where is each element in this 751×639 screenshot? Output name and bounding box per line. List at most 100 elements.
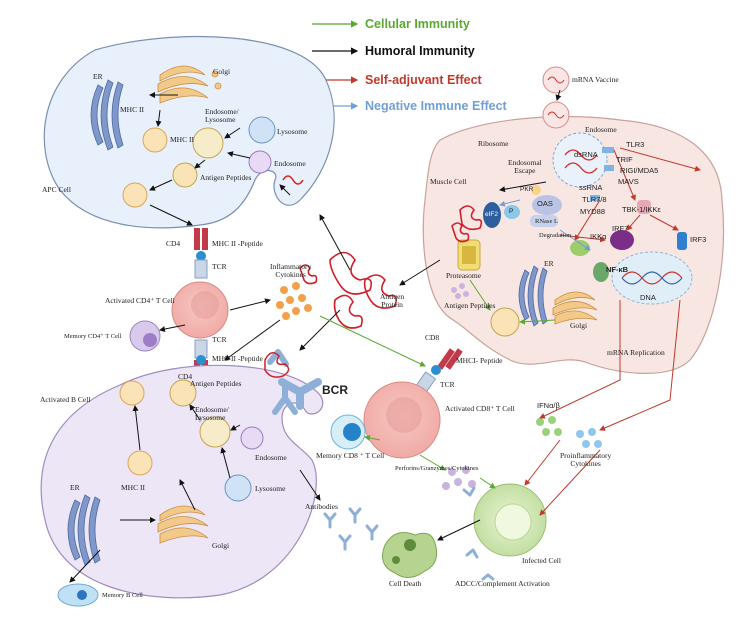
myd88-label: MYD88 (580, 207, 606, 216)
dna-label: DNA (640, 293, 656, 302)
tcell-mhc-pep-label: MHC II -Peptide (212, 354, 263, 363)
trif-label: TRIF (616, 155, 633, 164)
mhci-label: MHCI- Peptide (456, 356, 503, 365)
bcell-endosome-label: Endosome (255, 453, 287, 462)
pkr-icon (531, 185, 541, 195)
apc-peptide-vesicle (172, 162, 198, 188)
apc-cd4-label: CD4 (166, 239, 181, 248)
irf7-label: IRF7 (612, 224, 629, 233)
bcell-er-organelle (67, 494, 101, 566)
memory-cd4-label: Memory CD4⁺ T Cell (64, 333, 122, 340)
antibodies-icons (323, 507, 379, 551)
antigen-protein-label: Antiqen Protein (380, 292, 405, 310)
bcell-er-label: ER (70, 483, 80, 492)
oas-label: OAS (537, 199, 553, 208)
bcell-golgi-label: Golgi (212, 541, 230, 550)
muscle-er-label: ER (544, 259, 554, 268)
apc-peptides-label: Antigen Peptides (200, 173, 252, 182)
cd8-tcr-label: TCR (440, 380, 455, 389)
bcr-label: BCR (322, 383, 348, 397)
apc-er-organelle (90, 79, 124, 151)
apc-lysosome-label: Lysosome (277, 127, 308, 136)
apc-mhc-ii-label-a: MHC II (120, 105, 144, 114)
apc-endosome (248, 150, 272, 174)
bcr-receptor-center (278, 378, 322, 410)
pkr-label: PKR (520, 186, 534, 193)
eif2-label: eIF2 (485, 211, 499, 218)
cd8-label: CD8 (425, 333, 440, 342)
rnase-label: RNase L (535, 218, 558, 225)
mavs-label: MAVS (618, 177, 639, 186)
proteasome-label: Proteasome (446, 271, 481, 280)
proinflam-label: Proinflammatory Cytokines (560, 451, 612, 469)
muscle-golgi-organelle (552, 291, 598, 325)
apc-mhc-ii-receptor (194, 228, 200, 250)
bcell-endo-lysosome (199, 416, 231, 448)
muscle-endosome (552, 132, 608, 188)
irf3-icon (677, 232, 687, 250)
apc-endosome-label: Endosome (274, 159, 306, 168)
ssrna-label: ssRNA (579, 183, 603, 192)
bcell-mhc-vesicle (119, 380, 145, 406)
bcell-golgi-organelle (157, 505, 209, 544)
muscle-endosome-label: Endosome (585, 125, 617, 134)
ikka-label: IKKα (590, 232, 607, 241)
bcell-peptides-label: Antigen Peptides (190, 379, 242, 388)
ribosome-label: Ribosome (478, 139, 509, 148)
ifn-dots (536, 416, 562, 436)
tbk-label: TBK-1/IKKε (622, 205, 661, 214)
legend-negative: Negative Immune Effect (365, 99, 507, 113)
infected-antibodies (462, 486, 495, 581)
tlr3-label: TLR3 (626, 140, 645, 149)
apc-er-label: ER (93, 72, 103, 81)
activated-cd4-label: Activated CD4⁺ T Cell (105, 296, 175, 305)
p-icon (504, 205, 520, 219)
memory-cd8-label: Memory CD8 ⁺ T Cell (316, 451, 385, 460)
perforin-dots (442, 466, 476, 490)
muscle-golgi-label: Golgi (570, 321, 588, 330)
legend-humoral: Humoral Immunity (365, 44, 475, 58)
cell-death-icon (382, 532, 438, 578)
antibodies-label: Antibodies (305, 502, 338, 511)
bcell-mhc-vesicle-2 (127, 450, 153, 476)
replication-label: mRNA Replication (607, 348, 665, 357)
muscle-protein-blobs (451, 205, 483, 243)
bcell-lysosome-label: Lysosome (255, 484, 286, 493)
escape-label: Endosomal Escape (508, 158, 542, 176)
tlr78-label: TLR7/8 (582, 195, 607, 204)
perforins-label: Perforins/Granzymes/Cytokines (395, 465, 479, 472)
tcell-tcr-label: TCR (212, 335, 227, 344)
bcell-endo-lyso-label: Endosome/ Lysosome (195, 405, 229, 423)
apc-cell-label: APC Cell (42, 185, 71, 194)
oas-icon (532, 195, 562, 215)
rnase-icon (530, 215, 558, 227)
muscle-peptides (451, 283, 469, 299)
adcc-label: ADCC/Complement Activation (455, 579, 550, 588)
apc-mhc-pep-label: MHC II -Peptide (212, 239, 263, 248)
tlr3-receptor (602, 147, 614, 153)
apc-mhc-vesicle (142, 127, 168, 153)
apc-mhc-ii-label-b: MHC II (170, 135, 194, 144)
proinflam-dots (576, 428, 602, 448)
cytokine-dots (276, 282, 312, 320)
apc-golgi-organelle (157, 65, 222, 104)
dsrna-label: dsRNA (574, 150, 598, 159)
tbk-icon (637, 200, 651, 214)
antigen-protein-blobs (299, 251, 397, 329)
apc-cell-body (43, 35, 335, 229)
tcr-receptor (194, 259, 208, 279)
apc-tcr-label: TCR (212, 262, 227, 271)
bcr-receptors (267, 349, 298, 415)
activated-cd8-label: Activated CD8⁺ T Cell (445, 404, 515, 413)
tcell-cd4-label: CD4 (178, 372, 193, 381)
apc-golgi-label: Golgi (213, 67, 231, 76)
cell-death-label: Cell Death (389, 579, 422, 588)
muscle-er-organelle (518, 265, 548, 327)
muscle-peptides-label: Antigen Peptides (444, 301, 496, 310)
legend-cellular: Cellular Immunity (365, 17, 470, 31)
vaccine-label: mRNA Vaccine (572, 75, 619, 84)
irf7-icon (610, 230, 634, 250)
apc-endo-lyso-label: Endosome/ Lysosome (205, 107, 239, 125)
